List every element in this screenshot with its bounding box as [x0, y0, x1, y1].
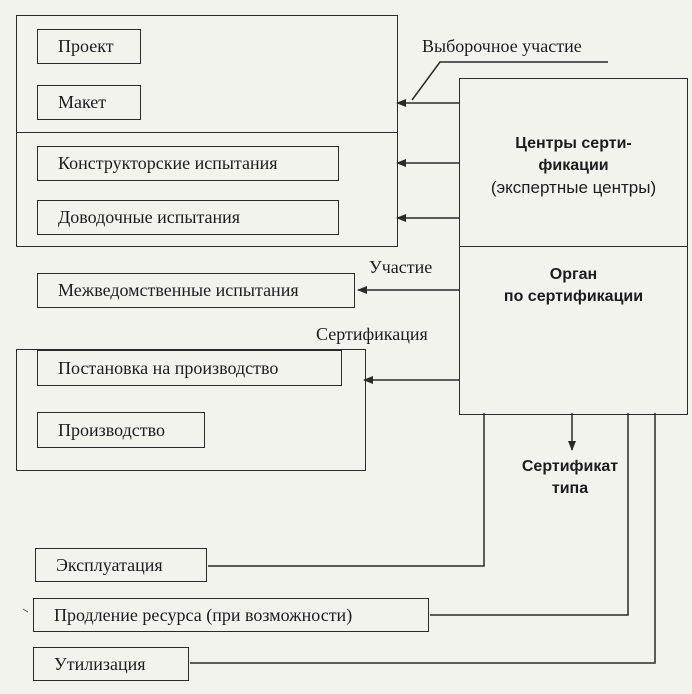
stage-interdepartmental-tests: Межведомственные испытания [37, 273, 355, 308]
stage-operation: Эксплуатация [35, 548, 207, 582]
participation-label: Участие [369, 257, 433, 277]
wire-operation [208, 413, 485, 567]
stage-disposal: Утилизация [33, 647, 189, 681]
stage-production-launch: Постановка на производство [37, 350, 342, 386]
design-stage-group [16, 15, 398, 247]
selective-label-leader [411, 61, 608, 101]
extension-tick-mark [22, 608, 29, 613]
stage-mockup: Макет [37, 85, 141, 120]
certification-label: Сертификация [316, 324, 428, 344]
design-group-divider [16, 132, 398, 133]
stage-resource-extension: Продление ресурса (при возможности) [33, 598, 429, 632]
selective-participation-label: Выборочное участие [422, 36, 582, 56]
stage-production: Производство [37, 412, 205, 448]
production-stage-group [16, 349, 366, 471]
stage-finishing-tests: Доводочные испытания [37, 200, 339, 235]
certification-body-title: Орган по сертификации [503, 266, 644, 305]
certification-centers-subtitle: (экспертные центры) [490, 178, 657, 197]
bodies-block-divider [459, 246, 688, 247]
stage-project: Проект [37, 29, 141, 64]
certification-centers-title: Центры серти- фикации [515, 135, 632, 174]
type-certificate-label: Сертификат типа [521, 458, 619, 497]
wire-extension [430, 413, 629, 616]
wire-disposal [190, 413, 656, 664]
stage-design-tests: Конструкторские испытания [37, 146, 339, 181]
